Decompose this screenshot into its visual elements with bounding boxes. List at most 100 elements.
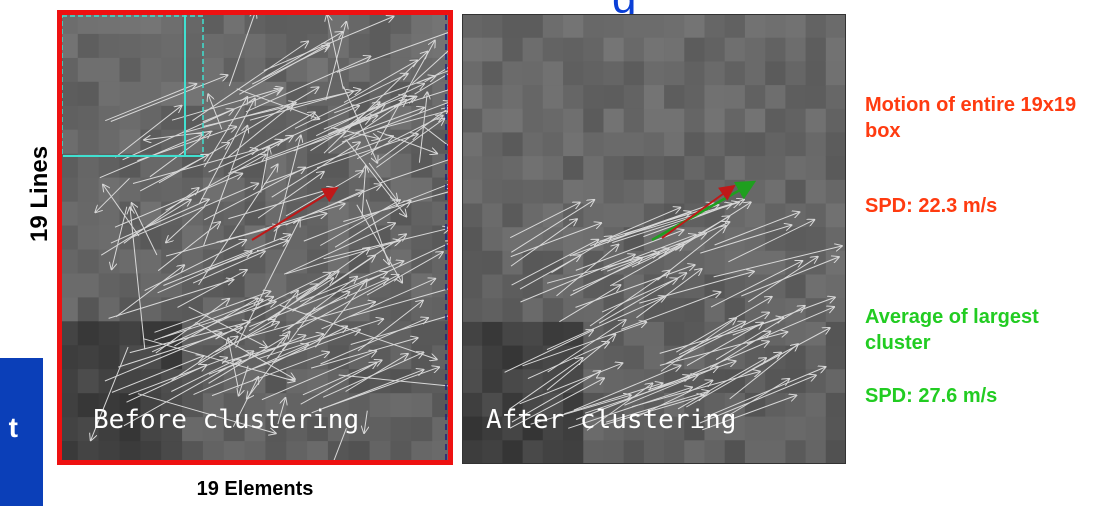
image-tile xyxy=(643,440,665,464)
image-tile xyxy=(805,345,827,370)
image-tile xyxy=(98,369,121,394)
motion-vector xyxy=(519,363,623,405)
image-tile xyxy=(825,321,846,347)
image-tile xyxy=(265,201,287,227)
image-tile xyxy=(825,440,846,464)
image-tile xyxy=(522,227,544,252)
motion-vector xyxy=(154,300,262,341)
motion-vector xyxy=(741,328,830,376)
motion-vector xyxy=(631,222,730,268)
image-tile xyxy=(77,129,100,155)
image-tile xyxy=(603,440,625,464)
motion-vector xyxy=(202,89,282,123)
motion-vector xyxy=(251,46,329,85)
image-tile xyxy=(98,81,121,107)
motion-vector xyxy=(366,252,443,296)
image-tile xyxy=(664,14,685,39)
image-tile xyxy=(522,108,544,133)
image-tile xyxy=(623,321,645,347)
image-tile xyxy=(542,85,564,110)
image-tile xyxy=(825,416,846,441)
image-tile xyxy=(265,273,287,298)
image-tile xyxy=(502,274,524,299)
image-tile xyxy=(411,33,433,59)
image-tile xyxy=(286,177,308,203)
image-tile xyxy=(744,440,766,464)
after-panel-label: After clustering xyxy=(486,405,737,435)
image-tile xyxy=(369,417,391,442)
motion-vector xyxy=(222,334,323,363)
image-tile xyxy=(542,14,564,39)
image-tile xyxy=(348,345,371,370)
image-tile xyxy=(583,14,605,39)
motion-vector xyxy=(195,321,295,379)
image-tile xyxy=(57,297,79,322)
image-tile xyxy=(724,440,746,464)
motion-vector xyxy=(302,360,382,396)
image-tile xyxy=(744,108,766,133)
image-tile xyxy=(502,298,524,323)
image-tile xyxy=(244,201,266,227)
image-tile xyxy=(603,203,625,228)
motion-vector xyxy=(137,393,276,434)
image-tile xyxy=(57,345,79,370)
image-tile xyxy=(623,179,645,205)
image-tile xyxy=(119,297,141,322)
image-tile xyxy=(785,179,807,205)
motion-vector xyxy=(347,287,453,318)
image-tile xyxy=(482,203,503,228)
image-tile xyxy=(623,85,645,110)
image-tile xyxy=(161,225,183,250)
motion-vector xyxy=(264,136,393,185)
motion-vector xyxy=(192,42,308,122)
motion-vector xyxy=(305,279,388,315)
image-tile xyxy=(502,37,524,62)
image-tile xyxy=(307,249,329,274)
image-tile xyxy=(411,10,433,35)
image-tile xyxy=(825,392,846,418)
image-tile xyxy=(765,179,786,205)
image-tile xyxy=(98,249,121,274)
image-tile xyxy=(603,132,625,157)
image-tile xyxy=(825,85,846,110)
x-axis-label: 19 Elements xyxy=(196,478,314,500)
image-tile xyxy=(140,153,162,179)
image-tile xyxy=(432,393,453,418)
motion-vector xyxy=(193,344,309,396)
image-tile xyxy=(684,179,706,205)
motion-vector xyxy=(715,306,805,361)
motion-vector xyxy=(510,219,577,267)
image-tile xyxy=(643,416,665,441)
motion-vector xyxy=(227,87,318,142)
image-tile xyxy=(785,14,807,39)
image-tile xyxy=(623,156,645,181)
image-tile xyxy=(77,201,100,227)
image-tile xyxy=(664,250,685,276)
image-tile xyxy=(482,132,503,157)
image-tile xyxy=(765,85,786,110)
motion-vector xyxy=(320,200,400,246)
image-tile xyxy=(77,105,100,131)
image-tile xyxy=(664,156,685,181)
image-tile xyxy=(583,369,605,394)
after-motion-vectors xyxy=(504,200,842,431)
motion-vector xyxy=(328,97,414,135)
image-tile xyxy=(502,345,524,370)
image-tile xyxy=(482,416,503,441)
image-tile xyxy=(744,274,766,299)
image-tile xyxy=(542,440,564,464)
image-tile xyxy=(805,179,827,205)
motion-vector xyxy=(328,100,407,154)
motion-vector xyxy=(228,188,334,220)
image-tile xyxy=(462,392,483,418)
image-tile xyxy=(522,274,544,299)
image-tile xyxy=(390,297,412,322)
mean-motion-vector-red xyxy=(251,186,339,241)
image-tile xyxy=(643,321,665,347)
motion-vector xyxy=(343,108,424,138)
image-tile xyxy=(265,249,287,274)
image-tile xyxy=(462,440,483,464)
motion-vector xyxy=(139,155,208,192)
motion-vector xyxy=(603,395,704,426)
image-tile xyxy=(462,227,483,252)
